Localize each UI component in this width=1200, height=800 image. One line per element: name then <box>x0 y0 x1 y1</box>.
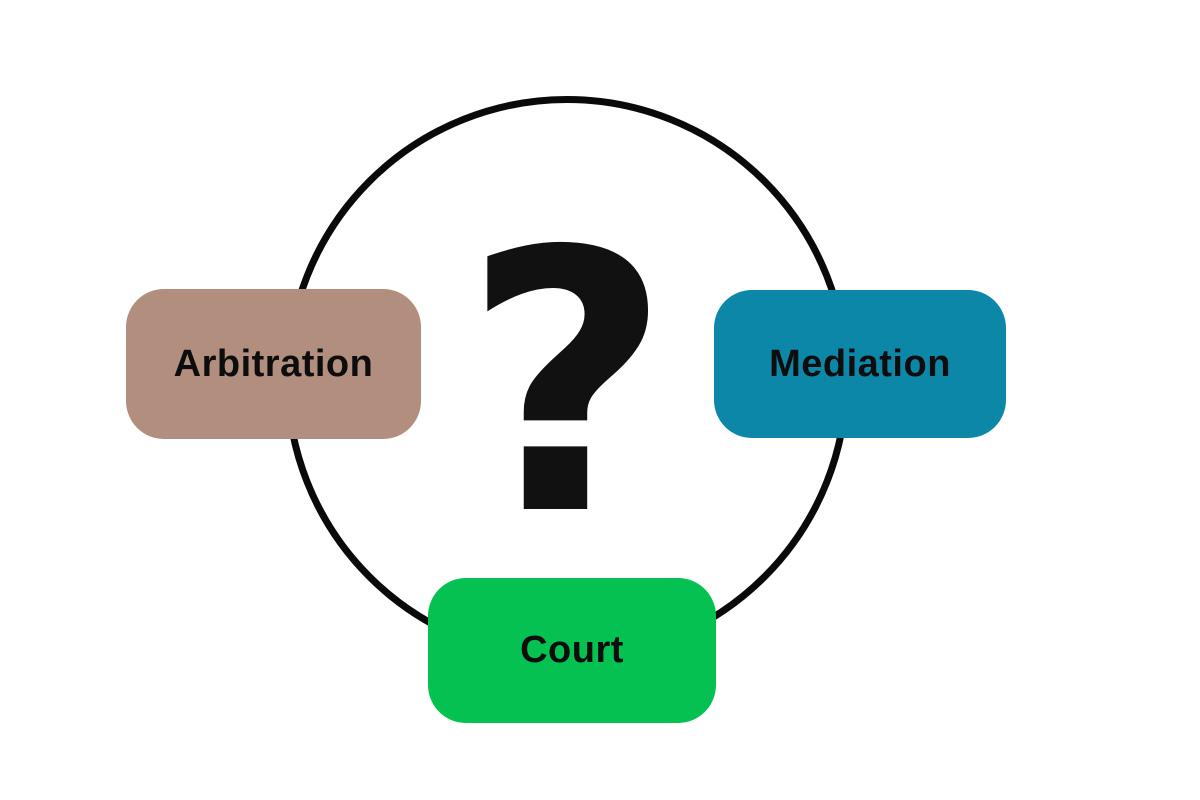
node-court: Court <box>428 578 716 723</box>
node-arbitration-label: Arbitration <box>173 342 374 385</box>
node-mediation: Mediation <box>714 290 1006 438</box>
node-court-label: Court <box>520 629 624 671</box>
node-arbitration: Arbitration <box>126 289 421 439</box>
node-mediation-label: Mediation <box>769 342 951 385</box>
